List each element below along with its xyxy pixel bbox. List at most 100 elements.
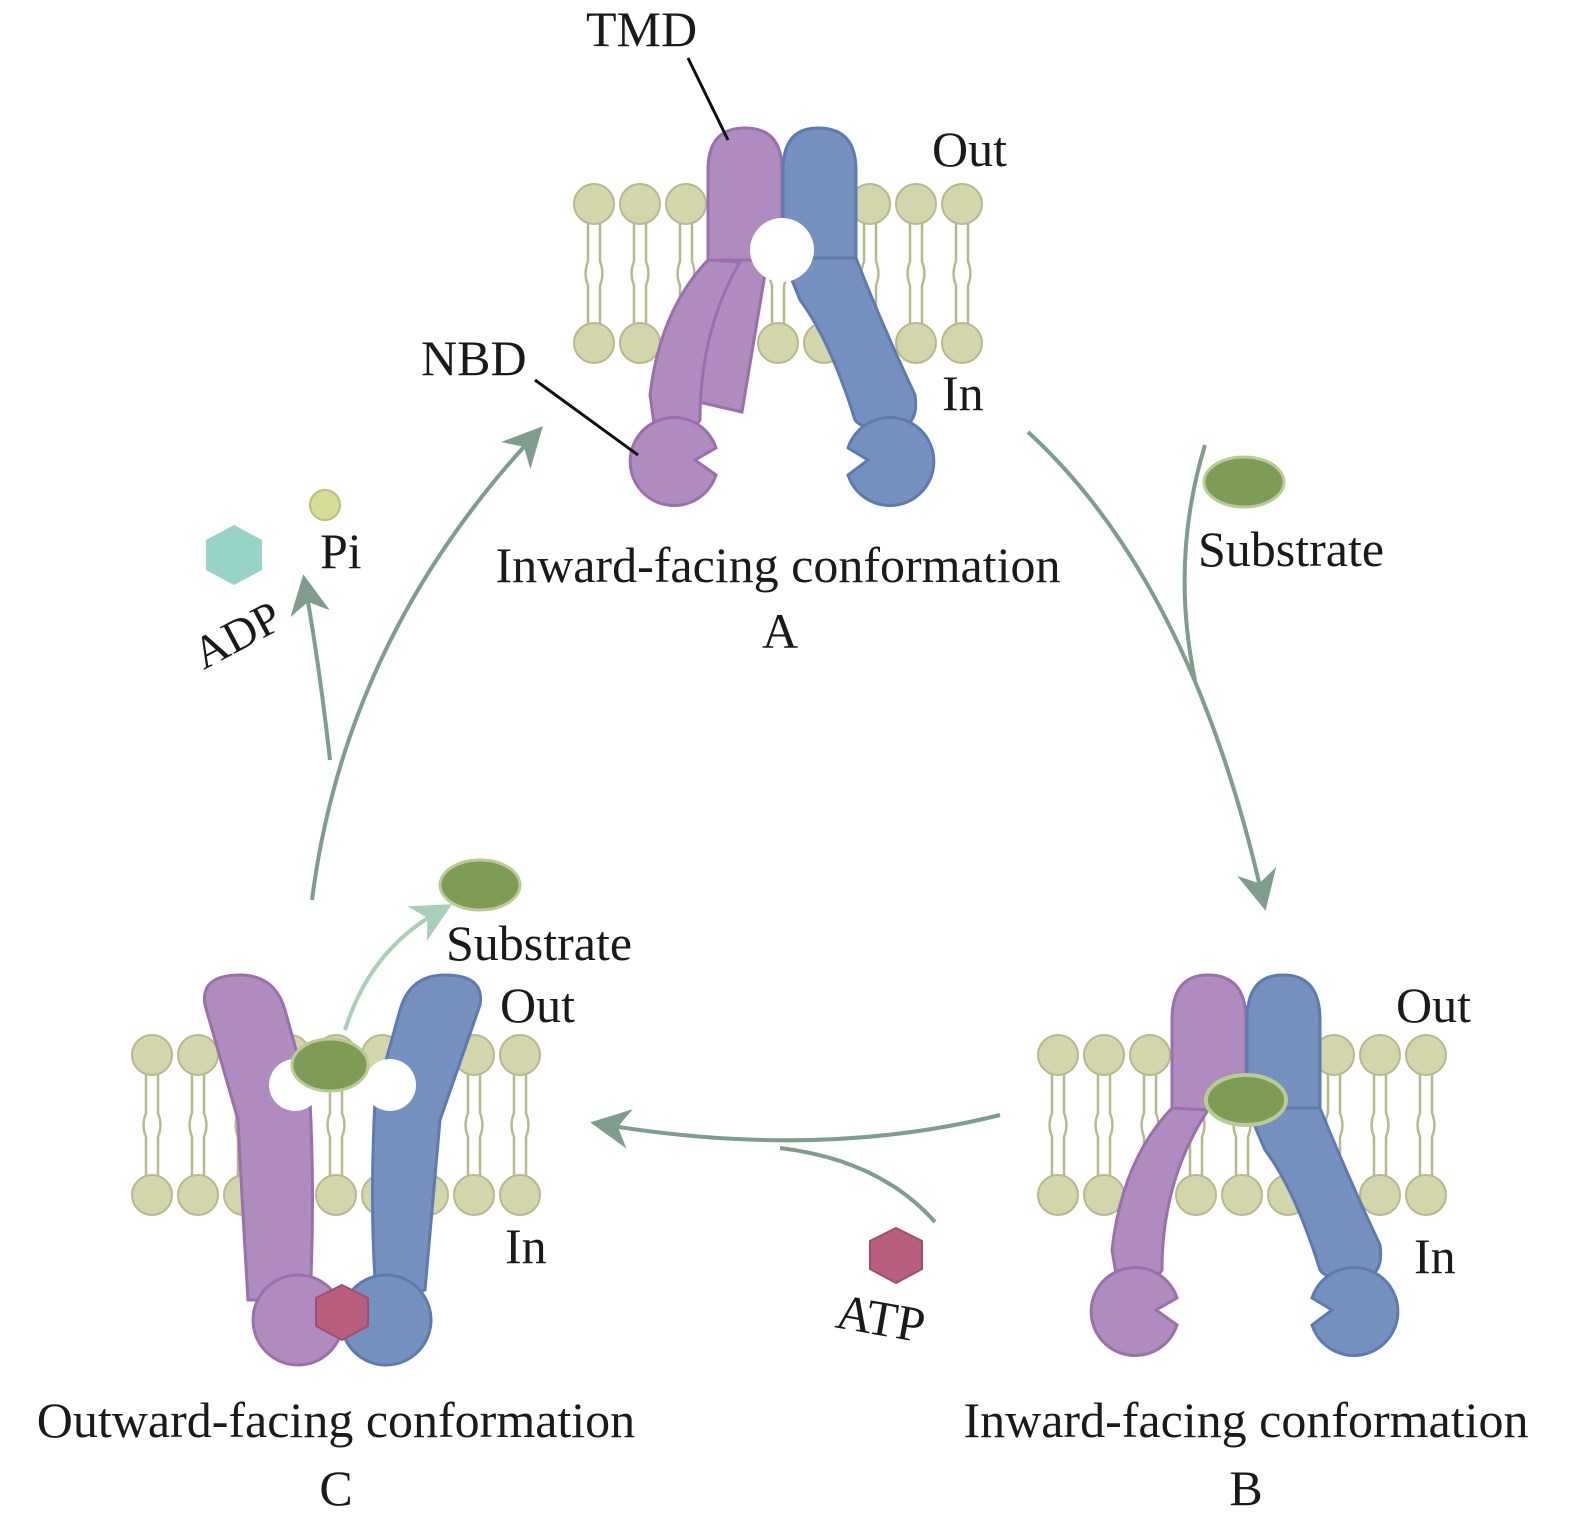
label-a-title: Inward-facing conformation	[495, 537, 1060, 593]
lipid-tail	[874, 222, 880, 325]
lipid-head	[499, 1174, 541, 1216]
lipid-head	[131, 1174, 173, 1216]
label-c-out: Out	[500, 977, 575, 1033]
label-b-in: In	[1414, 1228, 1456, 1284]
lipid-head	[619, 183, 661, 225]
tmd-left-c	[202, 973, 314, 1302]
arrow-b-to-c	[590, 1109, 1001, 1149]
lipid-head	[1221, 1174, 1263, 1216]
arrow-c-to-a	[310, 426, 543, 901]
label-c-title: Outward-facing conformation	[37, 1392, 635, 1448]
nbd-pointer-line	[534, 378, 639, 457]
lipid-head	[1175, 1174, 1217, 1216]
lipid-tail	[1048, 1073, 1054, 1177]
lipid-head	[1129, 1034, 1171, 1076]
lipid-head	[941, 183, 983, 225]
lipid-tail	[1416, 1073, 1422, 1177]
lipid-tail	[1062, 1073, 1068, 1177]
nbd-left-b	[1089, 1266, 1179, 1357]
lipid-head	[573, 183, 615, 225]
lipid-head	[895, 322, 937, 364]
atp-free	[869, 1226, 923, 1285]
label-substrate-in: Substrate	[1198, 521, 1384, 577]
lipid-head	[1037, 1034, 1079, 1076]
lipid-tail	[1430, 1073, 1436, 1177]
label-a-out: Out	[932, 121, 1007, 177]
label-b-letter: B	[1229, 1460, 1262, 1516]
arrow-substrate-exit	[343, 904, 452, 1031]
lipid-tail	[156, 1073, 162, 1177]
lipid-head	[1359, 1034, 1401, 1076]
lipid-tail	[1094, 1073, 1100, 1177]
label-pi: Pi	[320, 523, 362, 579]
lipid-head	[453, 1174, 495, 1216]
tmd-right-c	[371, 973, 483, 1295]
label-adp: ADP	[184, 591, 289, 679]
lipid-tail	[524, 1073, 530, 1177]
label-atp: ATP	[832, 1283, 929, 1354]
lipid-head	[619, 322, 661, 364]
label-tmd: TMD	[586, 1, 697, 57]
atp-bound-c	[315, 1283, 369, 1342]
label-substrate-out: Substrate	[446, 915, 632, 971]
substrate-exiting-c	[290, 1037, 370, 1093]
pi-free	[309, 489, 341, 521]
nbd-right-b	[1310, 1266, 1400, 1357]
label-c-in: In	[505, 1218, 547, 1274]
lipid-tail	[202, 1073, 208, 1177]
lipid-tail	[952, 222, 958, 325]
substrate-bound-b	[1204, 1073, 1288, 1127]
lipid-tail	[630, 222, 636, 325]
lipid-tail	[340, 1073, 346, 1177]
label-c-letter: C	[319, 1460, 352, 1516]
label-nbd: NBD	[421, 330, 527, 386]
lipid-tail	[644, 222, 650, 325]
transporter-b	[1089, 973, 1400, 1357]
label-a-letter: A	[762, 603, 798, 659]
lipid-tail	[676, 222, 682, 325]
lipid-head	[177, 1034, 219, 1076]
nbd-left-a	[628, 416, 718, 507]
substrate-released	[438, 858, 522, 912]
transporter-c	[202, 973, 483, 1367]
label-b-title: Inward-facing conformation	[963, 1392, 1528, 1448]
lipid-head	[573, 322, 615, 364]
lipid-head	[499, 1034, 541, 1076]
adp-free	[206, 525, 262, 585]
lipid-tail	[906, 222, 912, 325]
lipid-tail	[584, 222, 590, 325]
nbd-right-a	[846, 416, 936, 507]
lipid-tail	[188, 1073, 194, 1177]
lipid-tail	[1370, 1073, 1376, 1177]
lipid-tail	[1140, 1073, 1146, 1177]
label-b-out: Out	[1396, 977, 1471, 1033]
lipid-tail	[598, 222, 604, 325]
lipid-head	[1037, 1174, 1079, 1216]
lipid-head	[1405, 1034, 1447, 1076]
lipid-tail	[142, 1073, 148, 1177]
lipid-tail	[920, 222, 926, 325]
arrow-adp-pi-release	[290, 574, 332, 761]
lipid-tail	[1108, 1073, 1114, 1177]
lipid-tail	[1338, 1073, 1344, 1177]
lipid-head	[131, 1034, 173, 1076]
lipid-head	[1359, 1174, 1401, 1216]
lipid-head	[1405, 1174, 1447, 1216]
lipid-tail	[478, 1073, 484, 1177]
lipid-tail	[1384, 1073, 1390, 1177]
lipid-head	[177, 1174, 219, 1216]
lipid-tail	[464, 1073, 470, 1177]
lipid-tail	[326, 1073, 332, 1177]
transporter-a	[534, 57, 936, 507]
lipid-head	[665, 183, 707, 225]
tmd-pointer-line	[686, 57, 730, 141]
lipid-head	[315, 1174, 357, 1216]
substrate-free-top	[1202, 455, 1286, 509]
lipid-head	[895, 183, 937, 225]
lipid-head	[1083, 1034, 1125, 1076]
lipid-head	[757, 322, 799, 364]
lipid-head	[941, 322, 983, 364]
label-a-in: In	[942, 365, 984, 421]
